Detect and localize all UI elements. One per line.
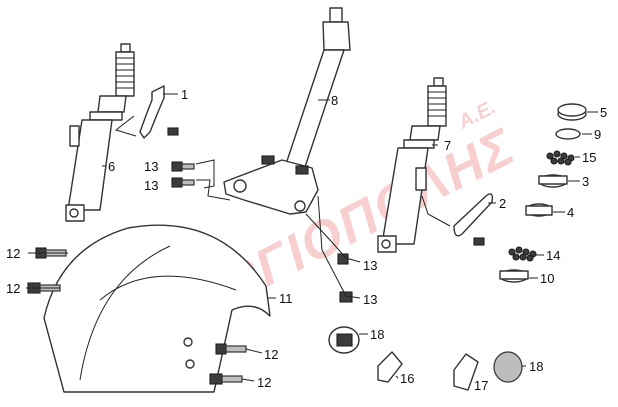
callout-3: 3 (582, 174, 589, 189)
callout-13-a: 13 (144, 159, 158, 174)
right-fork-leg (377, 77, 447, 253)
callout-15: 15 (582, 150, 596, 165)
steering-stem (223, 7, 351, 215)
small-parts (328, 326, 523, 391)
bracket-part-1 (139, 85, 179, 139)
callout-13-b: 13 (144, 178, 158, 193)
callout-14: 14 (546, 248, 560, 263)
callout-1: 1 (181, 87, 188, 102)
callout-13-c: 13 (363, 258, 377, 273)
callout-11: 11 (279, 291, 293, 306)
callout-18-a: 18 (370, 327, 384, 342)
leader-lines (26, 93, 598, 382)
callout-5: 5 (600, 105, 607, 120)
callout-12-d: 12 (257, 375, 271, 390)
callout-10: 10 (540, 271, 554, 286)
callout-9: 9 (594, 127, 601, 142)
callout-7: 7 (444, 138, 451, 153)
bearing-stack (499, 103, 587, 283)
clamp-part-2 (453, 193, 494, 246)
ball-bearings-15 (546, 150, 575, 166)
callout-6: 6 (108, 159, 115, 174)
callout-12-c: 12 (264, 347, 278, 362)
callout-2: 2 (499, 196, 506, 211)
callout-12-a: 12 (6, 246, 20, 261)
ball-bearings-14 (508, 246, 537, 262)
callout-12-b: 12 (6, 281, 20, 296)
callout-18-b: 18 (529, 359, 543, 374)
callout-17: 17 (474, 378, 488, 393)
callout-13-d: 13 (363, 292, 377, 307)
callouts: 1 2 3 4 5 6 7 8 9 10 11 12 12 12 12 13 1… (6, 87, 607, 393)
front-fender (43, 224, 271, 393)
callout-16: 16 (400, 371, 414, 386)
callout-8: 8 (331, 93, 338, 108)
callout-4: 4 (567, 205, 574, 220)
left-fork-leg (65, 43, 135, 222)
